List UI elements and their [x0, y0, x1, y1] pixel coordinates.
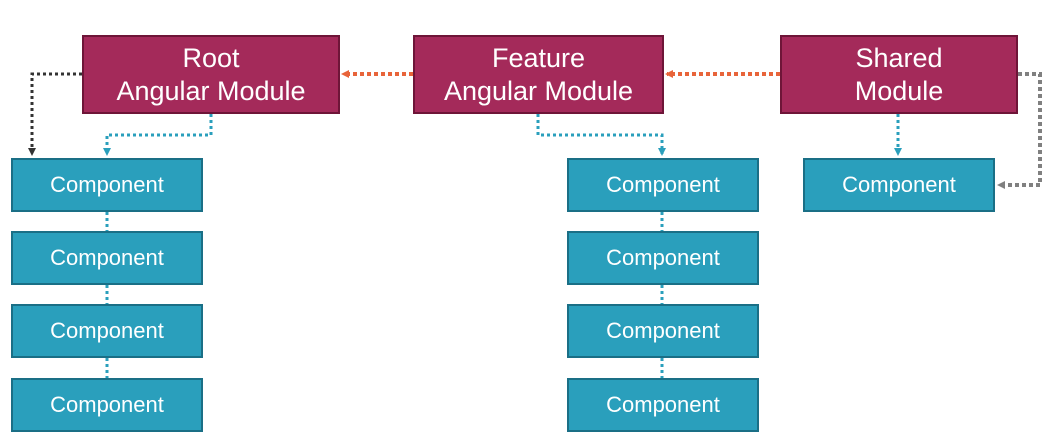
shared-module-subtitle: Module: [854, 75, 944, 106]
feature-module-title: Feature: [491, 42, 586, 73]
component-label: Component: [606, 318, 720, 343]
feature-component-3: Component: [567, 304, 759, 358]
feature-teal-connector: [536, 114, 666, 156]
shared-module-title: Shared: [855, 42, 943, 73]
shared-module-box: Shared Module: [780, 35, 1018, 114]
root-module-subtitle: Angular Module: [116, 75, 306, 106]
root-component-1: Component: [11, 158, 203, 212]
component-label: Component: [50, 172, 164, 197]
component-label: Component: [606, 172, 720, 197]
component-label: Component: [606, 245, 720, 270]
root-component-4: Component: [11, 378, 203, 432]
feature-component-2: Component: [567, 231, 759, 285]
component-label: Component: [50, 392, 164, 417]
root-component-3: Component: [11, 304, 203, 358]
root-teal-connector: [103, 114, 213, 156]
component-label: Component: [606, 392, 720, 417]
root-component-2: Component: [11, 231, 203, 285]
feature-module-subtitle: Angular Module: [443, 75, 634, 106]
shared-gray-connector: [997, 72, 1042, 189]
component-label: Component: [50, 245, 164, 270]
root-module-box: Root Angular Module: [82, 35, 340, 114]
shared-component-1: Component: [803, 158, 995, 212]
root-dark-connector: [28, 72, 82, 156]
feature-component-4: Component: [567, 378, 759, 432]
root-module-title: Root: [182, 42, 240, 73]
feature-component-1: Component: [567, 158, 759, 212]
component-label: Component: [842, 172, 956, 197]
feature-module-box: Feature Angular Module: [413, 35, 664, 114]
component-label: Component: [50, 318, 164, 343]
